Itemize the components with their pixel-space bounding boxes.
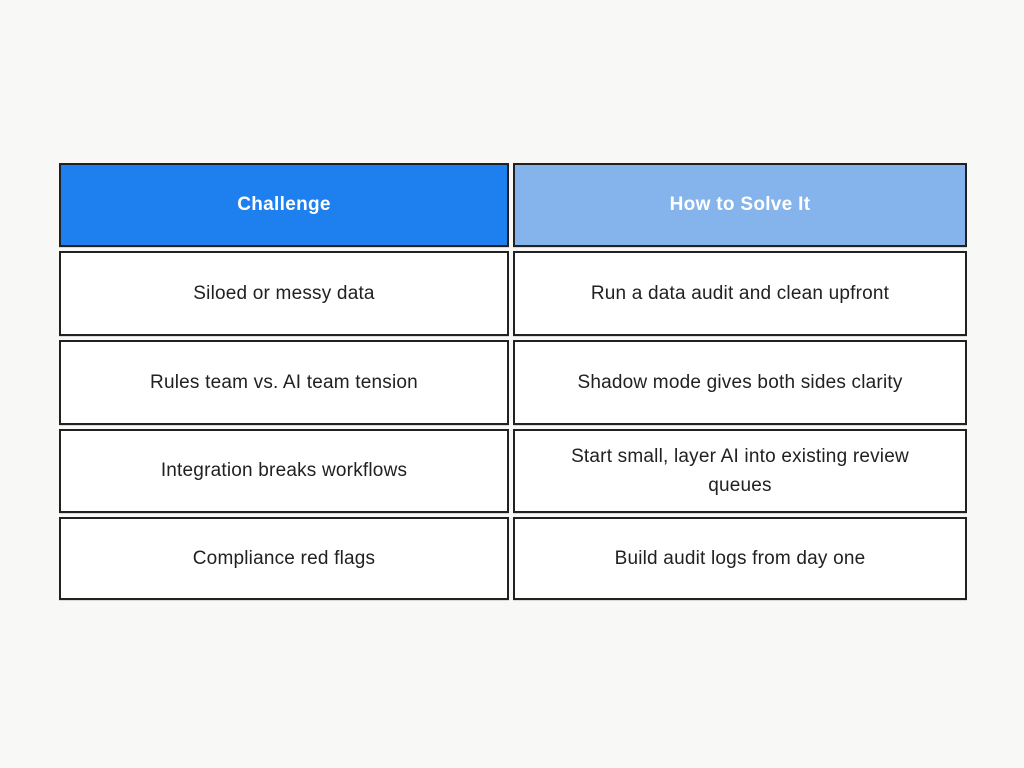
table-cell-challenge-2: Rules team vs. AI team tension bbox=[59, 340, 509, 425]
table-cell-solution-4: Build audit logs from day one bbox=[513, 517, 967, 600]
header-label-how-to-solve-it: How to Solve It bbox=[669, 194, 811, 216]
header-label-challenge: Challenge bbox=[237, 194, 331, 216]
solution-text-2: Shadow mode gives both sides clarity bbox=[577, 371, 903, 393]
table-cell-challenge-1: Siloed or messy data bbox=[59, 251, 509, 336]
solution-text-3: Start small, layer AI into existing revi… bbox=[571, 445, 909, 496]
challenge-text-2: Rules team vs. AI team tension bbox=[150, 371, 418, 393]
table-cell-challenge-4: Compliance red flags bbox=[59, 517, 509, 600]
challenge-text-4: Compliance red flags bbox=[192, 547, 376, 569]
table-cell-solution-3: Start small, layer AI into existing revi… bbox=[513, 429, 967, 513]
table-cell-solution-1: Run a data audit and clean upfront bbox=[513, 251, 967, 336]
challenge-text-1: Siloed or messy data bbox=[193, 282, 375, 304]
solution-text-1: Run a data audit and clean upfront bbox=[590, 282, 890, 304]
header-cell-how-to-solve-it: How to Solve It bbox=[513, 163, 967, 247]
table-cell-solution-2: Shadow mode gives both sides clarity bbox=[513, 340, 967, 425]
header-cell-challenge: Challenge bbox=[59, 163, 509, 247]
solution-text-4: Build audit logs from day one bbox=[614, 547, 866, 569]
challenge-solution-table: Challenge How to Solve It Siloed or mess… bbox=[59, 163, 967, 600]
challenge-text-3: Integration breaks workflows bbox=[160, 460, 408, 482]
table-cell-challenge-3: Integration breaks workflows bbox=[59, 429, 509, 513]
